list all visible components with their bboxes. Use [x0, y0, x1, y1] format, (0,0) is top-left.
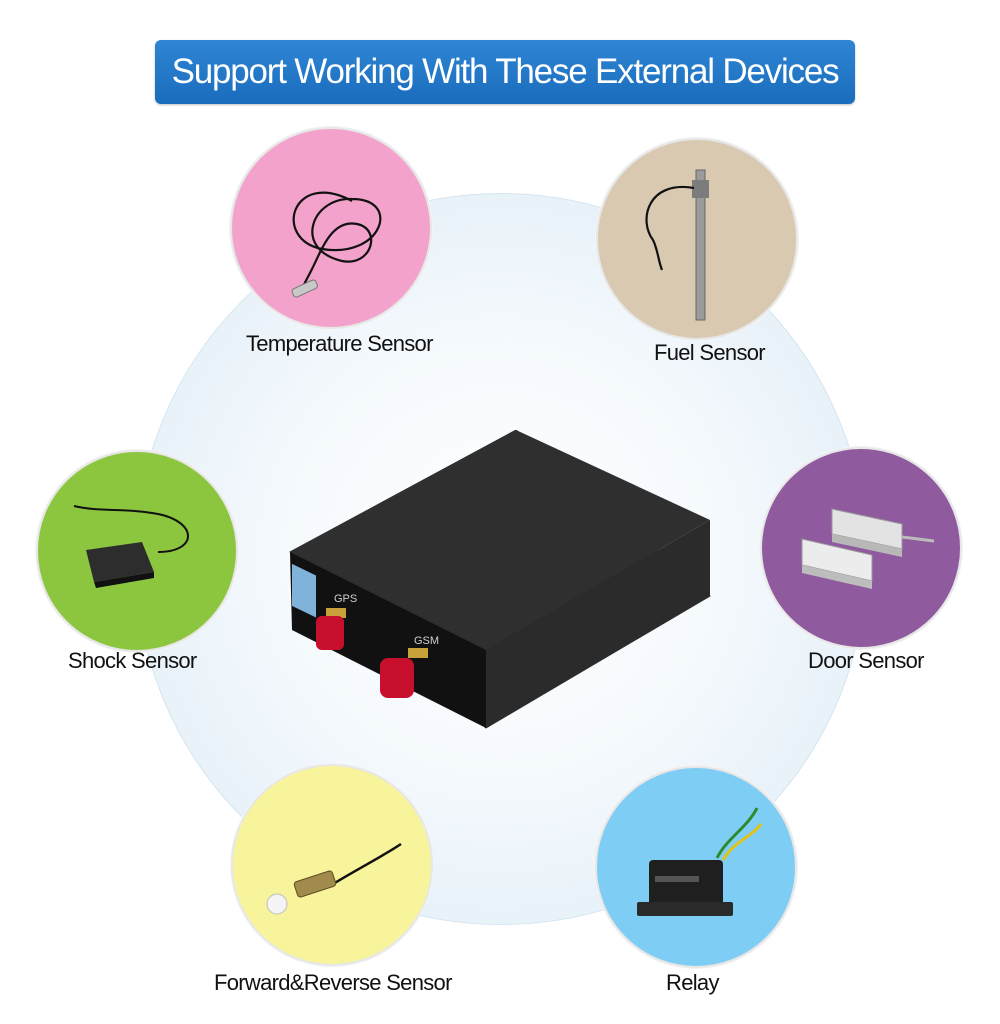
relay-label: Relay [666, 970, 719, 995]
shock-sensor-bubble [36, 450, 238, 652]
fuel-sensor-icon [645, 169, 709, 321]
door-sensor-bubble [760, 447, 962, 649]
fuel-sensor-label: Fuel Sensor [654, 340, 766, 365]
door-sensor-label: Door Sensor [808, 648, 925, 673]
gsm-port-label: GSM [414, 635, 439, 647]
relay-icon [637, 807, 763, 916]
label-sticker [292, 563, 316, 618]
temperature-sensor-icon [291, 191, 382, 298]
gsm-antenna-connector [380, 648, 428, 698]
gps-tracker-icon: GPS GSM [289, 429, 711, 729]
shock-sensor-label: Shock Sensor [68, 648, 197, 673]
temperature-sensor-bubble [230, 127, 432, 329]
temperature-sensor-label: Temperature Sensor [246, 331, 433, 356]
fuel-sensor-bubble [596, 138, 798, 340]
banner-title: Support Working With These External Devi… [171, 52, 840, 91]
title-banner: Support Working With These External Devi… [155, 40, 855, 104]
gps-port-label: GPS [334, 593, 357, 605]
proximity-sensor-bubble [231, 764, 433, 966]
gps-tracker-device: GPS GSM [280, 429, 720, 740]
shock-sensor-icon [73, 505, 189, 588]
proximity-sensor-label: Forward&Reverse Sensor [214, 970, 452, 995]
relay-bubble [595, 766, 797, 968]
proximity-sensor-icon [266, 842, 402, 915]
gps-antenna-connector [316, 608, 346, 650]
door-sensor-icon [801, 508, 935, 589]
